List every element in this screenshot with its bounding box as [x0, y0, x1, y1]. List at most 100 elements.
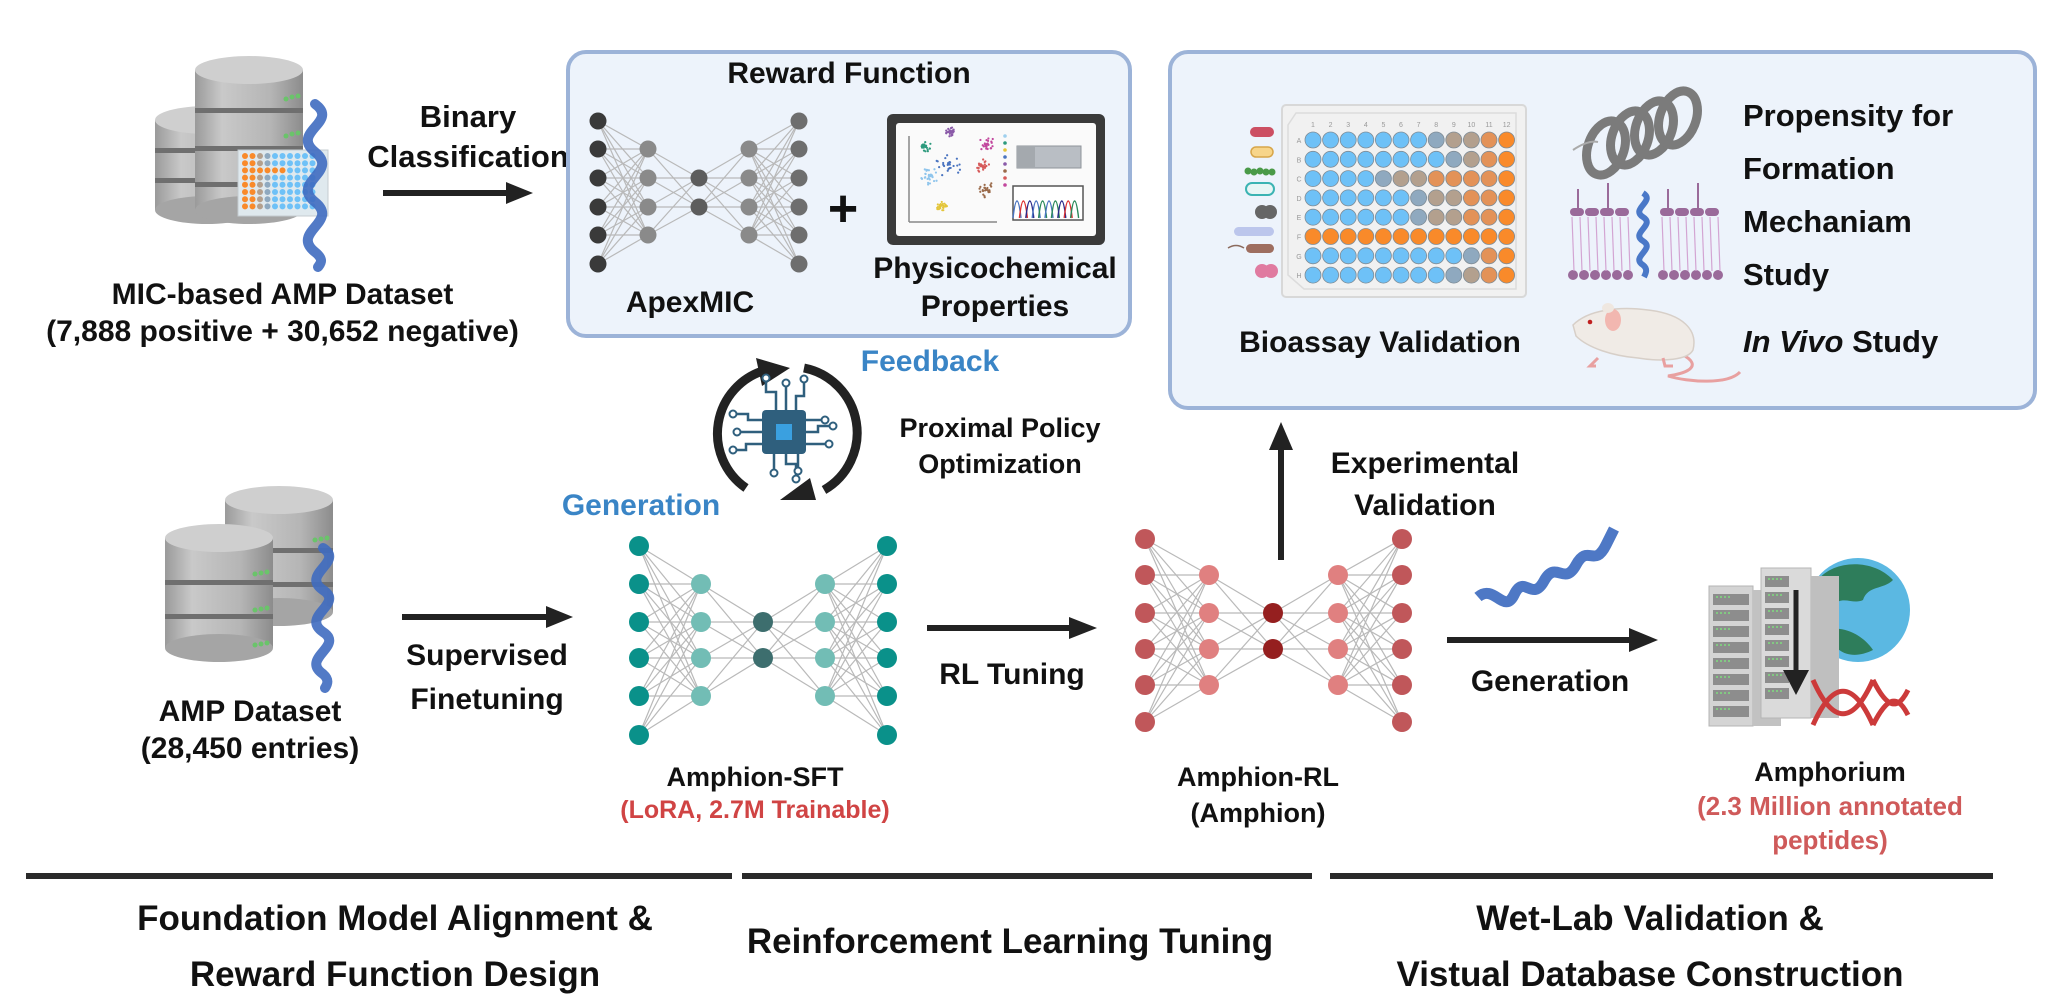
network-node — [629, 612, 649, 632]
plate-well — [1322, 170, 1339, 187]
plate-well — [1498, 189, 1516, 207]
plate-well — [1498, 247, 1516, 265]
mini-plate-well — [272, 167, 278, 174]
scatter-point — [935, 179, 938, 182]
plate-row-label: C — [1296, 177, 1301, 184]
network-edge — [1144, 684, 1210, 723]
scatter-point — [977, 166, 980, 170]
server-slot — [1713, 610, 1749, 621]
scatter-point — [982, 168, 985, 171]
scatter-point — [927, 181, 930, 184]
scatter-point — [983, 183, 986, 186]
lipid-tail — [1677, 216, 1681, 272]
server-led — [1776, 626, 1778, 628]
plate-well — [1339, 131, 1357, 149]
server-slot — [1765, 608, 1789, 619]
scatter-point — [990, 182, 993, 185]
mini-plate-well — [279, 181, 286, 188]
lipid-head — [1579, 270, 1589, 280]
network-node — [690, 169, 708, 187]
network-edge — [638, 695, 702, 736]
plate-row-label: B — [1297, 157, 1302, 164]
network-node — [589, 226, 607, 244]
scatter-point — [957, 171, 960, 174]
server-led — [1724, 612, 1726, 614]
network-edge — [824, 695, 888, 736]
server-led — [1776, 610, 1778, 612]
plate-well — [1410, 266, 1428, 284]
plate-well — [1357, 150, 1375, 168]
network-edge — [1272, 574, 1339, 650]
supervised-finetuning-label-line2: Finetuning — [410, 683, 564, 716]
mouse-invivo-icon — [1572, 303, 1742, 383]
network-node — [589, 198, 607, 216]
server-led — [1772, 578, 1774, 580]
scatter-point — [977, 170, 981, 173]
network-node — [815, 648, 835, 668]
network-node — [1199, 639, 1219, 659]
network-node — [1135, 675, 1155, 695]
mini-plate-well — [287, 160, 293, 167]
lipid-head — [1705, 208, 1719, 216]
network-edge — [1144, 574, 1210, 723]
lipid-tail — [1571, 216, 1575, 272]
plate-well — [1339, 228, 1357, 245]
plate-column-label: 11 — [1485, 122, 1492, 129]
lipid-tail — [1661, 216, 1665, 272]
server-slot — [1713, 626, 1749, 637]
mini-plate-well — [287, 181, 293, 188]
network-edge — [1272, 574, 1339, 614]
network-edge — [698, 177, 750, 208]
scatter-point — [981, 164, 984, 167]
plus-sign: + — [827, 180, 859, 238]
mini-plate-well — [249, 196, 256, 203]
scatter-point — [981, 144, 984, 147]
plate-well — [1480, 131, 1498, 149]
amphorium-subtitle-line1: (2.3 Million annotated — [1697, 791, 1963, 821]
network-edge — [824, 545, 888, 659]
server-led — [1772, 674, 1774, 676]
plate-well — [1322, 266, 1339, 284]
plate-row-label: D — [1296, 196, 1301, 203]
scatter-point — [948, 129, 951, 132]
plate-well — [1445, 170, 1463, 187]
scatter-point — [924, 150, 927, 153]
mini-plate-well — [272, 160, 278, 167]
server-led — [1728, 692, 1730, 694]
scatter-point — [948, 135, 951, 138]
network-edge — [647, 177, 700, 236]
network-node — [639, 226, 657, 244]
mini-plate-well — [249, 167, 256, 174]
scatter-point — [955, 157, 958, 160]
section-3-label-line2: Vistual Database Construction — [1396, 955, 1904, 994]
network-edge — [824, 621, 888, 697]
network-node — [815, 686, 835, 706]
lipid-head — [1590, 270, 1600, 280]
invivo-study-label: In Vivo Study — [1743, 323, 1938, 360]
server-slot — [1713, 658, 1749, 669]
network-edge — [647, 177, 700, 208]
network-edge — [762, 621, 826, 697]
plate-well — [1410, 247, 1428, 265]
server-slot — [1713, 690, 1749, 701]
scatter-point — [945, 129, 948, 132]
amphion-sft-title: Amphion-SFT — [666, 762, 844, 792]
scatter-point — [927, 183, 930, 186]
supervised-finetuning-label-line1: Supervised — [406, 639, 568, 672]
mic-dataset-database-icon — [155, 56, 329, 272]
mini-plate-well — [279, 174, 286, 181]
mini-plate-well — [242, 167, 248, 174]
scatter-point — [946, 163, 949, 166]
mini-plate-well — [294, 181, 301, 188]
network-node — [629, 725, 649, 745]
lipid-head — [1713, 270, 1723, 280]
server-slot — [1765, 624, 1789, 635]
plate-well — [1427, 228, 1445, 245]
network-node — [877, 725, 897, 745]
lipid-head — [1669, 270, 1679, 280]
lipid-tail — [1717, 216, 1721, 272]
mini-plate-well — [272, 153, 278, 159]
network-edge — [748, 120, 800, 150]
scatter-point — [928, 147, 931, 150]
network-node — [1263, 639, 1283, 659]
